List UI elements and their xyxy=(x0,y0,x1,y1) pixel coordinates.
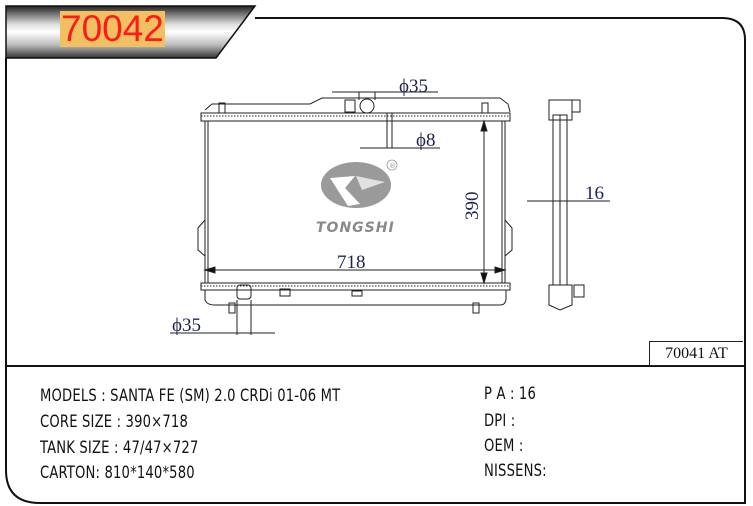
spec-oem: OEM : xyxy=(484,436,524,456)
registered-mark: ® xyxy=(389,162,396,170)
radiator-front-view xyxy=(197,97,513,314)
dim-core-width: 718 xyxy=(337,252,366,273)
reference-label: 70041 AT xyxy=(649,341,743,366)
dim-inlet-diameter: ϕ35 xyxy=(399,76,428,97)
dim-core-height: 390 xyxy=(462,192,483,221)
logo-text: TONGSHI xyxy=(316,220,395,236)
dim-core-thickness: 16 xyxy=(585,183,604,204)
spec-models: MODELS : SANTA FE (SM) 2.0 CRDi 01-06 MT xyxy=(40,386,341,406)
tongshi-logo: ® TONGSHI xyxy=(316,159,398,236)
spec-carton: CARTON: 810*140*580 xyxy=(40,463,195,483)
spec-dpi: DPI : xyxy=(484,411,516,431)
frame-border xyxy=(5,17,746,504)
part-number-title: 70042 xyxy=(60,8,165,49)
radiator-side-view xyxy=(548,99,585,311)
spec-pa: P A : 16 xyxy=(484,384,537,404)
dimension-lines xyxy=(170,91,610,335)
dim-outlet-diameter: ϕ35 xyxy=(172,315,201,336)
dim-drain-diameter: ϕ8 xyxy=(416,130,436,151)
spec-tank-size: TANK SIZE : 47/47×727 xyxy=(40,438,199,458)
spec-nissens: NISSENS: xyxy=(484,461,547,481)
spec-core-size: CORE SIZE : 390×718 xyxy=(40,412,188,432)
